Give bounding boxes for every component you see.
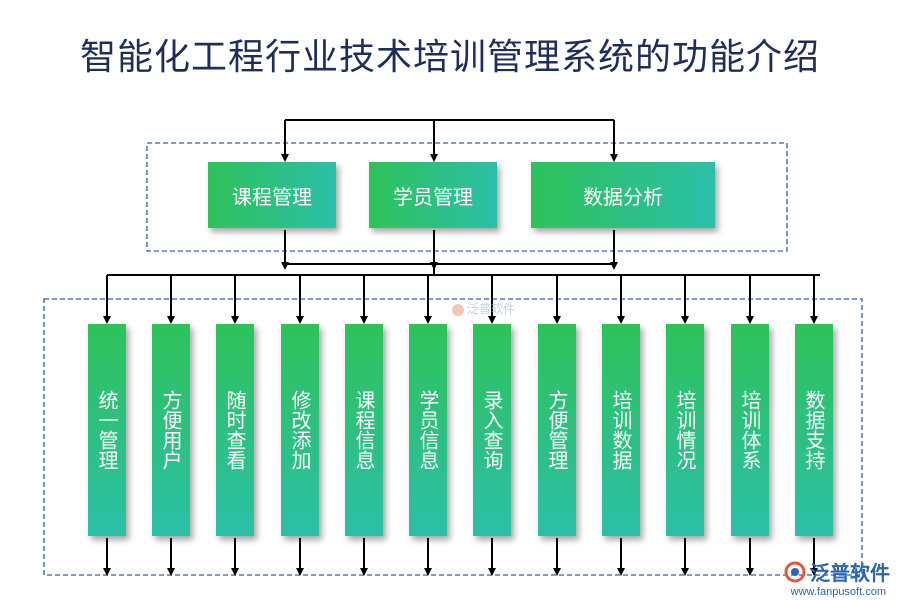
function-box: 课程信息 <box>345 324 383 536</box>
watermark-text: 泛普软件 <box>467 302 516 316</box>
bottom-group-frame <box>43 298 863 576</box>
function-box: 数据支持 <box>795 324 833 536</box>
module-student-management: 学员管理 <box>369 162 497 228</box>
module-course-management: 课程管理 <box>208 162 336 228</box>
brand-logo-icon <box>784 561 806 582</box>
function-box: 培训数据 <box>602 324 640 536</box>
function-box: 培训体系 <box>731 324 769 536</box>
module-data-analysis: 数据分析 <box>531 162 715 228</box>
function-box: 培训情况 <box>666 324 704 536</box>
brand-logo-text: 泛普软件 <box>810 561 890 585</box>
brand-url: www.fanpusoft.com <box>790 586 886 598</box>
top-group-frame <box>146 142 788 252</box>
function-box: 学员信息 <box>409 324 447 536</box>
function-box: 方便用户 <box>152 324 190 536</box>
function-box: 随时查看 <box>216 324 254 536</box>
diagram-title: 智能化工程行业技术培训管理系统的功能介绍 <box>79 37 820 78</box>
watermark-logo-icon <box>452 303 464 316</box>
center-watermark: 泛普软件 <box>452 300 515 317</box>
brand-logo: 泛普软件 <box>784 557 890 586</box>
function-box: 修改添加 <box>281 324 319 536</box>
function-box: 统一管理 <box>88 324 126 536</box>
function-box: 方便管理 <box>538 324 576 536</box>
function-box: 录入查询 <box>473 324 511 536</box>
